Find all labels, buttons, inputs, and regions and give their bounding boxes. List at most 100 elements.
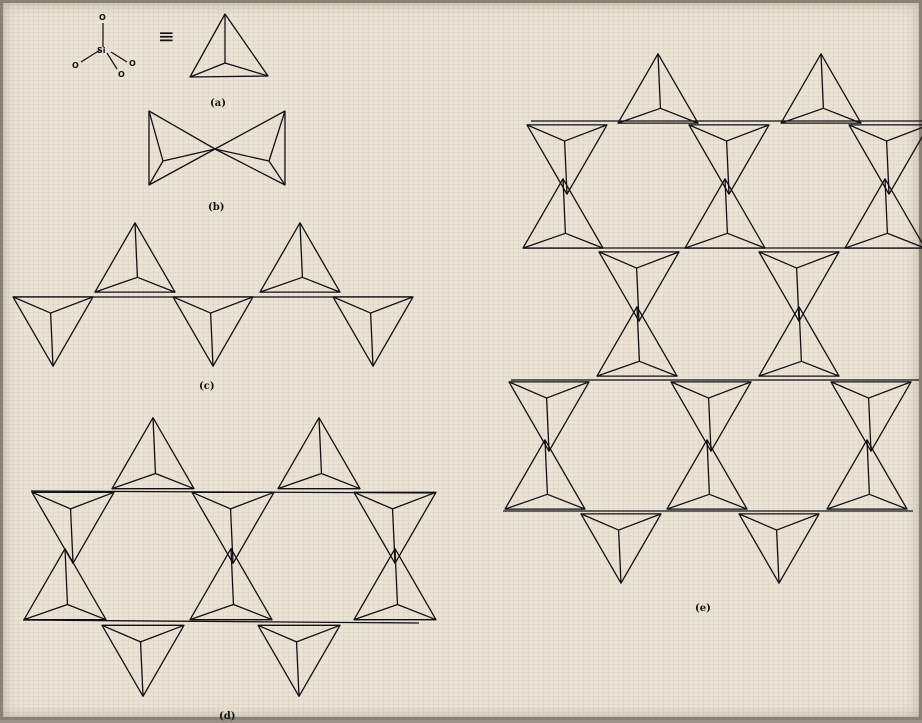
tetrahedron-edge bbox=[827, 494, 869, 509]
tetrahedron-edge bbox=[71, 492, 114, 509]
tetrahedron-edge bbox=[192, 492, 231, 509]
tetrahedron-edge bbox=[321, 474, 360, 489]
tetrahedron-edge bbox=[24, 605, 67, 620]
tetrahedron-edge bbox=[163, 149, 215, 161]
double-chain-tetrahedron-up bbox=[112, 418, 194, 489]
si-o-bond-right bbox=[111, 52, 127, 62]
tetrahedron-edge bbox=[51, 297, 93, 313]
tetrahedron-edge bbox=[297, 642, 299, 696]
tetrahedron-edge bbox=[797, 252, 839, 268]
panel-label-b: (b) bbox=[208, 202, 224, 213]
tetrahedron-edge bbox=[300, 223, 302, 278]
tetrahedron-edge bbox=[563, 179, 565, 234]
tetrahedron-edge bbox=[685, 233, 727, 248]
double-chain-tetrahedron-up bbox=[24, 549, 106, 620]
panel-label-e: (e) bbox=[695, 603, 711, 614]
tetrahedron-edge bbox=[727, 125, 769, 141]
tetrahedron-edge bbox=[597, 361, 639, 376]
tetrahedron-edge bbox=[319, 418, 321, 474]
tetrahedron-edge bbox=[565, 125, 607, 141]
tetrahedron-edge bbox=[869, 494, 907, 509]
silicon-atom-label: Si bbox=[97, 46, 106, 55]
tetrahedron-edge bbox=[667, 494, 709, 509]
bowtie-tetrahedron-right bbox=[215, 111, 285, 185]
oxygen-atom-label: O bbox=[129, 59, 136, 68]
tetrahedron-edge bbox=[211, 313, 213, 366]
double-chain-tetrahedron-up bbox=[278, 418, 360, 489]
tetrahedron-edge bbox=[581, 514, 619, 530]
tetrahedron-edge bbox=[831, 382, 869, 398]
tetrahedron-edge bbox=[658, 54, 660, 109]
tetrahedron-edge bbox=[527, 125, 565, 141]
tetrahedron-edge bbox=[801, 361, 839, 376]
chain-tetrahedron-down bbox=[333, 297, 413, 366]
tetrahedron-edge bbox=[65, 549, 67, 605]
tetrahedron-edge bbox=[215, 149, 269, 161]
tetrahedron-edge bbox=[709, 494, 747, 509]
tetrahedron-edge bbox=[547, 494, 585, 509]
tetrahedron-edge bbox=[777, 514, 819, 530]
tetrahedron-edge bbox=[639, 361, 677, 376]
bowtie-tetrahedron-left bbox=[149, 111, 215, 185]
tetrahedron-edge bbox=[333, 297, 371, 313]
tetrahedron-edge bbox=[135, 223, 137, 278]
sheet-tetrahedron-down bbox=[671, 382, 751, 451]
sheet-tetrahedron-down bbox=[581, 514, 661, 583]
tetrahedron-edge bbox=[297, 625, 340, 642]
tetrahedron-edge bbox=[869, 382, 911, 398]
tetrahedron-edge bbox=[225, 63, 268, 76]
sheet-tetrahedron-down bbox=[831, 382, 911, 451]
tetrahedron-edge bbox=[354, 492, 393, 509]
tetrahedron-edge bbox=[759, 252, 797, 268]
tetrahedron-edge bbox=[821, 54, 823, 109]
tetrahedron-edge bbox=[619, 514, 661, 530]
double-chain-tetrahedron-down bbox=[102, 625, 184, 696]
tetrahedron-edge bbox=[565, 233, 603, 248]
tetrahedron-edge bbox=[887, 125, 922, 141]
sheet-tetrahedron-down bbox=[739, 514, 819, 583]
sheet-tetrahedron-up bbox=[618, 54, 698, 123]
tetrahedron-edge bbox=[258, 625, 297, 642]
connector-lines bbox=[13, 121, 922, 623]
double-chain-bottom-line bbox=[23, 620, 419, 623]
tetrahedron-edge bbox=[137, 277, 175, 292]
tetrahedron-edge bbox=[354, 605, 397, 620]
chain-tetrahedron-down bbox=[173, 297, 253, 366]
panel-label-c: (c) bbox=[199, 381, 215, 392]
tetrahedron-edge bbox=[599, 252, 637, 268]
tetrahedron-edge bbox=[260, 277, 302, 292]
tetrahedron-edge bbox=[190, 63, 225, 77]
tetrahedron-edge bbox=[725, 179, 727, 234]
tetrahedron-edge bbox=[141, 642, 143, 696]
sheet-tetrahedron-up bbox=[667, 440, 747, 509]
tetrahedron-edge bbox=[393, 509, 395, 563]
tetrahedron-edge bbox=[727, 233, 765, 248]
tetrahedron-edge bbox=[887, 233, 922, 248]
oxygen-atom-label: O bbox=[99, 13, 106, 22]
panel-label-a: (a) bbox=[210, 98, 226, 109]
single-tetrahedron bbox=[190, 14, 268, 77]
tetrahedron-edge bbox=[95, 277, 137, 292]
tetrahedron-edge bbox=[397, 605, 436, 620]
chain-tetrahedron-up bbox=[260, 223, 340, 292]
sheet-tetrahedron-up bbox=[505, 440, 585, 509]
tetrahedron-edge bbox=[739, 514, 777, 530]
sheet-tetrahedron-down bbox=[509, 382, 589, 451]
tetrahedron-edge bbox=[395, 549, 397, 605]
tetrahedron-face bbox=[845, 179, 922, 248]
oxygen-atom-label: O bbox=[118, 70, 125, 79]
tetrahedron-edge bbox=[51, 313, 53, 366]
tetrahedron-edge bbox=[845, 233, 887, 248]
sheet-tetrahedron-down bbox=[689, 125, 769, 194]
tetrahedron-edge bbox=[155, 474, 194, 489]
silicate-structures-diagram: O Si O O O ≡ (a) (b) (c) (d) (e) bbox=[3, 3, 922, 723]
tetrahedron-edge bbox=[759, 361, 801, 376]
double-chain-tetrahedron-down bbox=[32, 492, 114, 563]
tetrahedron-edge bbox=[371, 313, 373, 366]
equivalence-symbol: ≡ bbox=[158, 24, 175, 48]
sheet-tetrahedron-up bbox=[781, 54, 861, 123]
sheet-tetrahedron-down bbox=[527, 125, 607, 194]
tetrahedron-edge bbox=[112, 474, 155, 489]
chain-tetrahedron-down bbox=[13, 297, 93, 366]
tetrahedron-edge bbox=[709, 382, 751, 398]
